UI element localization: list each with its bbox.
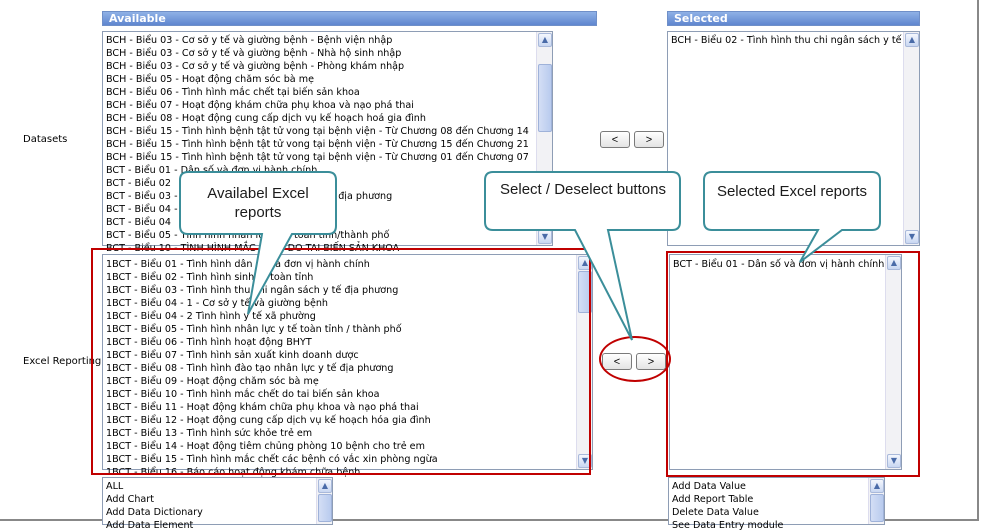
list-item[interactable]: BCT - Biểu 01 - Dân số và đơn vị hành ch… (106, 165, 318, 176)
page-frame (0, 0, 979, 521)
list-item[interactable]: Add Data Element (106, 520, 194, 531)
callout-available-text: Availabel Excel reports (207, 185, 309, 221)
list-item[interactable]: 1BCT - Biểu 11 - Hoạt động khám chữa phụ… (106, 402, 419, 413)
list-item[interactable]: BCH - Biểu 02 - Tình hình thu chi ngân s… (671, 35, 902, 46)
list-item[interactable]: BCH - Biểu 08 - Hoạt động cung cấp dịch … (106, 113, 426, 124)
excel-reporting-label: Excel Reporting (23, 356, 102, 367)
list-item[interactable]: 1BCT - Biểu 08 - Tình hình đào tạo nhân … (106, 363, 394, 374)
list-item[interactable]: 1BCT - Biểu 10 - Tình hình mắc chết do t… (106, 389, 380, 400)
list-item[interactable]: 1BCT - Biểu 04 - 2 Tình hình y tế xã phư… (106, 311, 316, 322)
scroll-up-icon[interactable]: ▲ (887, 256, 901, 270)
list-item[interactable]: 1BCT - Biểu 07 - Tình hình sản xuất kinh… (106, 350, 359, 361)
list-item[interactable]: 1BCT - Biểu 09 - Hoạt động chăm sóc bà m… (106, 376, 319, 387)
list-item[interactable]: BCH - Biểu 05 - Hoạt động chăm sóc bà mẹ (106, 74, 314, 85)
list-item[interactable]: 1BCT - Biểu 15 - Tình hình mắc chết các … (106, 454, 438, 465)
scroll-thumb[interactable] (870, 494, 884, 522)
datasets-selected-items: BCH - Biểu 02 - Tình hình thu chi ngân s… (671, 34, 902, 47)
other-available-scrollbar[interactable]: ▲ (316, 478, 332, 524)
callout-selected-bubble (703, 171, 881, 263)
list-item[interactable]: 1BCT - Biểu 06 - Tình hình hoạt động BHY… (106, 337, 312, 348)
list-item[interactable]: BCH - Biểu 15 - Tình hình bệnh tật tử vo… (106, 152, 529, 163)
list-item[interactable]: 1BCT - Biểu 02 - Tình hình sinh tử toàn … (106, 272, 314, 283)
excel-selected-items: BCT - Biểu 01 - Dân số và đơn vị hành ch… (673, 258, 885, 271)
list-item[interactable]: BCT - Biểu 05 - Tình hình nhân lực y tế … (106, 230, 390, 241)
buttons-highlight-circle (599, 336, 671, 382)
scroll-down-icon[interactable]: ▼ (578, 454, 592, 468)
callout-selected-text: Selected Excel reports (716, 183, 868, 200)
datasets-select-button[interactable]: > (634, 131, 664, 148)
list-item[interactable]: 1BCT - Biểu 04 - 1 - Cơ sở y tế và giườn… (106, 298, 329, 309)
callout-available-bubble (179, 171, 337, 315)
datasets-label: Datasets (23, 134, 68, 145)
list-item[interactable]: BCT - Biểu 01 - Dân số và đơn vị hành ch… (673, 259, 885, 270)
list-item[interactable]: BCH - Biểu 03 - Cơ sở y tế và giường bện… (106, 35, 393, 46)
other-selected-scrollbar[interactable]: ▲ (868, 478, 884, 524)
datasets-deselect-button[interactable]: < (600, 131, 630, 148)
scroll-up-icon[interactable]: ▲ (870, 479, 884, 493)
list-item[interactable]: BCH - Biểu 15 - Tình hình bệnh tật tử vo… (106, 126, 529, 137)
scroll-down-icon[interactable]: ▼ (905, 230, 919, 244)
scroll-thumb[interactable] (538, 64, 552, 132)
scroll-thumb[interactable] (318, 494, 332, 522)
list-item[interactable]: 1BCT - Biểu 01 - Tình hình dân số và đơn… (106, 259, 370, 270)
list-item[interactable]: 1BCT - Biểu 13 - Tình hình sức khỏe trẻ … (106, 428, 313, 439)
scroll-up-icon[interactable]: ▲ (905, 33, 919, 47)
list-item[interactable]: 1BCT - Biểu 14 - Hoạt động tiêm chủng ph… (106, 441, 425, 452)
scroll-up-icon[interactable]: ▲ (318, 479, 332, 493)
available-excel-highlight (91, 248, 591, 475)
list-item[interactable]: BCH - Biểu 03 - Cơ sở y tế và giường bện… (106, 48, 402, 59)
list-item[interactable]: ALL (106, 481, 124, 492)
excel-available-list[interactable]: 1BCT - Biểu 01 - Tình hình dân số và đơn… (102, 254, 593, 478)
callout-buttons-bubble (484, 171, 681, 341)
list-item[interactable]: Add Report Table (672, 494, 754, 505)
callout-buttons-text: Select / Deselect buttons (500, 181, 666, 198)
list-item[interactable]: BCT - Biểu 02 (106, 178, 172, 189)
selected-header: Selected (667, 11, 920, 26)
scroll-up-icon[interactable]: ▲ (538, 33, 552, 47)
scroll-thumb[interactable] (578, 271, 592, 313)
list-item[interactable]: 1BCT - Biểu 12 - Hoạt động cung cấp dịch… (106, 415, 431, 426)
list-item[interactable]: BCH - Biểu 07 - Hoạt động khám chữa phụ … (106, 100, 414, 111)
datasets-selected-scrollbar[interactable]: ▲ ▼ (903, 32, 919, 245)
list-item[interactable]: 1BCT - Biểu 16 - Báo cáo hoạt động khám … (106, 467, 361, 478)
excel-selected-list[interactable]: BCT - Biểu 01 - Dân số và đơn vị hành ch… (669, 254, 902, 470)
list-item[interactable]: See Data Entry module (672, 520, 784, 531)
list-item[interactable]: 1BCT - Biểu 05 - Tình hình nhân lực y tế… (106, 324, 402, 335)
excel-available-scrollbar[interactable]: ▲ ▼ (576, 255, 592, 469)
list-item[interactable]: BCT - Biểu 04 (106, 217, 172, 228)
list-item[interactable]: BCH - Biểu 03 - Cơ sở y tế và giường bện… (106, 61, 405, 72)
list-item[interactable]: BCH - Biểu 06 - Tình hình mắc chết tại b… (106, 87, 360, 98)
list-item[interactable]: Add Data Dictionary (106, 507, 203, 518)
list-item[interactable]: BCH - Biểu 15 - Tình hình bệnh tật tử vo… (106, 139, 529, 150)
scroll-down-icon[interactable]: ▼ (887, 454, 901, 468)
available-header: Available (102, 11, 597, 26)
excel-selected-scrollbar[interactable]: ▲ ▼ (885, 255, 901, 469)
list-item[interactable]: Delete Data Value (672, 507, 759, 518)
list-item[interactable]: Add Data Value (672, 481, 746, 492)
list-item[interactable]: Add Chart (106, 494, 154, 505)
